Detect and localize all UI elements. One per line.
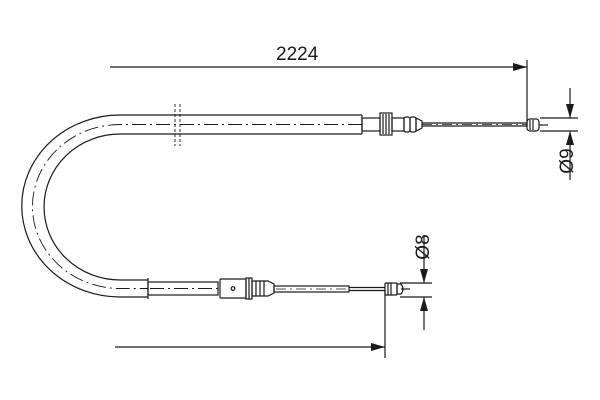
diameter-9-label: Ø9 [557, 148, 578, 174]
bottom-end-fitting [147, 277, 410, 300]
length-label: 2224 [276, 44, 319, 65]
top-end-fitting [361, 112, 548, 136]
length-dimension-line-bottom [115, 290, 386, 358]
cable-sheath [21, 114, 363, 299]
diameter-9-dimension [540, 88, 578, 180]
diameter-8-label: Ø8 [413, 234, 434, 260]
diameter-8-dimension [400, 235, 432, 330]
length-dimension-line [110, 60, 528, 126]
break-mark [174, 104, 181, 146]
